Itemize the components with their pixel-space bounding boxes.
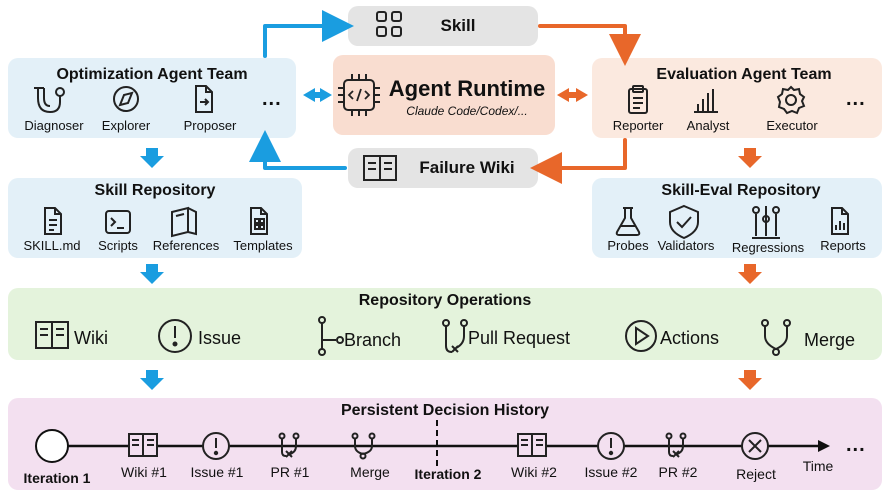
chip-icon — [338, 74, 380, 116]
iteration-start-circle — [35, 429, 69, 463]
timeline-arrowhead — [818, 440, 830, 452]
arrow-down-repo-to-ops — [140, 264, 164, 284]
report-icon — [831, 207, 849, 235]
timeline-issue-icon-1 — [202, 432, 230, 460]
proposer-label: Proposer — [183, 118, 237, 133]
skill-repository-title: Skill Repository — [94, 182, 216, 199]
pr-2-label: PR #2 — [658, 464, 698, 480]
op-branch-label: Branch — [344, 330, 402, 350]
play-icon — [625, 320, 657, 352]
sliders-icon — [752, 206, 780, 239]
wiki-1-label: Wiki #1 — [121, 464, 167, 480]
diagnoser-label: Diagnoser — [24, 118, 84, 133]
grid-icon — [376, 11, 402, 37]
shield-check-icon — [669, 204, 699, 240]
wiki-book-icon — [35, 321, 69, 349]
reports-label: Reports — [820, 238, 866, 253]
agent-runtime-title: Agent Runtime — [388, 76, 546, 101]
merge-icon — [761, 319, 791, 356]
skill-repository-box — [8, 178, 302, 258]
evaluation-more: ... — [846, 88, 866, 110]
arrow-down-ops-to-history — [140, 370, 164, 390]
timeline-merge-icon — [351, 432, 376, 460]
arrow-runtime-eval-bidirectional — [557, 88, 588, 102]
reporter-label: Reporter — [612, 118, 664, 133]
probes-label: Probes — [607, 238, 649, 253]
timeline-pr-icon-1 — [278, 432, 300, 458]
document-arrow-icon — [195, 85, 213, 113]
templates-label: Templates — [233, 238, 293, 253]
compass-icon — [113, 86, 139, 112]
gear-icon — [776, 85, 806, 115]
iteration-2-label: Iteration 2 — [414, 466, 482, 482]
scripts-label: Scripts — [98, 238, 138, 253]
skill-eval-repository-title: Skill-Eval Repository — [661, 182, 821, 199]
optimization-more: ... — [262, 88, 282, 110]
repository-operations-box — [8, 288, 882, 360]
template-icon — [250, 207, 268, 235]
executor-label: Executor — [766, 118, 818, 133]
reject-label: Reject — [736, 466, 776, 482]
document-icon — [44, 207, 62, 235]
optimization-team-box — [8, 58, 296, 138]
arrow-wiki-to-opt — [249, 130, 347, 170]
arrow-opt-to-skill — [263, 10, 354, 58]
evaluation-team-title: Evaluation Agent Team — [656, 66, 832, 83]
op-wiki-label: Wiki — [74, 328, 108, 348]
op-issue-label: Issue — [198, 328, 242, 348]
skill-md-label: SKILL.md — [23, 238, 81, 253]
branch-icon — [318, 316, 344, 356]
merge-label: Merge — [350, 464, 390, 480]
bar-chart-icon — [694, 89, 718, 113]
book-icon — [171, 206, 197, 238]
issue-1-label: Issue #1 — [190, 464, 244, 480]
decision-history-title: Persistent Decision History — [340, 402, 550, 419]
pull-request-icon — [442, 319, 468, 353]
arrow-down-opt-to-repo — [140, 148, 164, 168]
agent-runtime-subtitle: Claude Code/Codex/... — [406, 104, 528, 118]
arrow-skill-to-eval — [538, 24, 641, 66]
issue-2-label: Issue #2 — [584, 464, 638, 480]
arrow-down-evalrepo-to-ops — [738, 264, 762, 284]
timeline-more: ... — [846, 434, 866, 456]
timeline-reject-icon — [741, 432, 769, 460]
clipboard-icon — [628, 85, 648, 114]
pr-1-label: PR #1 — [270, 464, 310, 480]
regressions-label: Regressions — [731, 240, 805, 255]
timeline-book-icon-2 — [517, 433, 547, 457]
timeline-pr-icon-2 — [665, 432, 687, 458]
op-pull-request-label: Pull Request — [468, 328, 571, 348]
arrow-eval-to-wiki — [530, 138, 627, 184]
failure-wiki-label: Failure Wiki — [419, 158, 515, 177]
stethoscope-icon — [34, 87, 65, 114]
book-icon — [363, 155, 397, 181]
arrow-down-eval-to-repo — [738, 148, 762, 168]
optimization-team-title: Optimization Agent Team — [56, 66, 248, 83]
wiki-2-label: Wiki #2 — [511, 464, 557, 480]
arrow-opt-runtime-bidirectional — [303, 88, 332, 102]
skill-eval-repository-box — [592, 178, 882, 258]
time-label: Time — [802, 458, 834, 474]
skill-label: Skill — [440, 16, 476, 35]
references-label: References — [152, 238, 220, 253]
repository-operations-title: Repository Operations — [358, 292, 532, 309]
iteration-1-label: Iteration 1 — [23, 470, 91, 486]
op-merge-label: Merge — [804, 330, 856, 350]
issue-icon — [158, 319, 192, 353]
terminal-icon — [105, 210, 131, 234]
flask-icon — [615, 207, 641, 236]
timeline-issue-icon-2 — [597, 432, 625, 460]
analyst-label: Analyst — [686, 118, 730, 133]
timeline-book-icon-1 — [128, 433, 158, 457]
arrow-down-ops-to-history-right — [738, 370, 762, 390]
explorer-label: Explorer — [101, 118, 151, 133]
op-actions-label: Actions — [660, 328, 720, 348]
validators-label: Validators — [657, 238, 715, 253]
